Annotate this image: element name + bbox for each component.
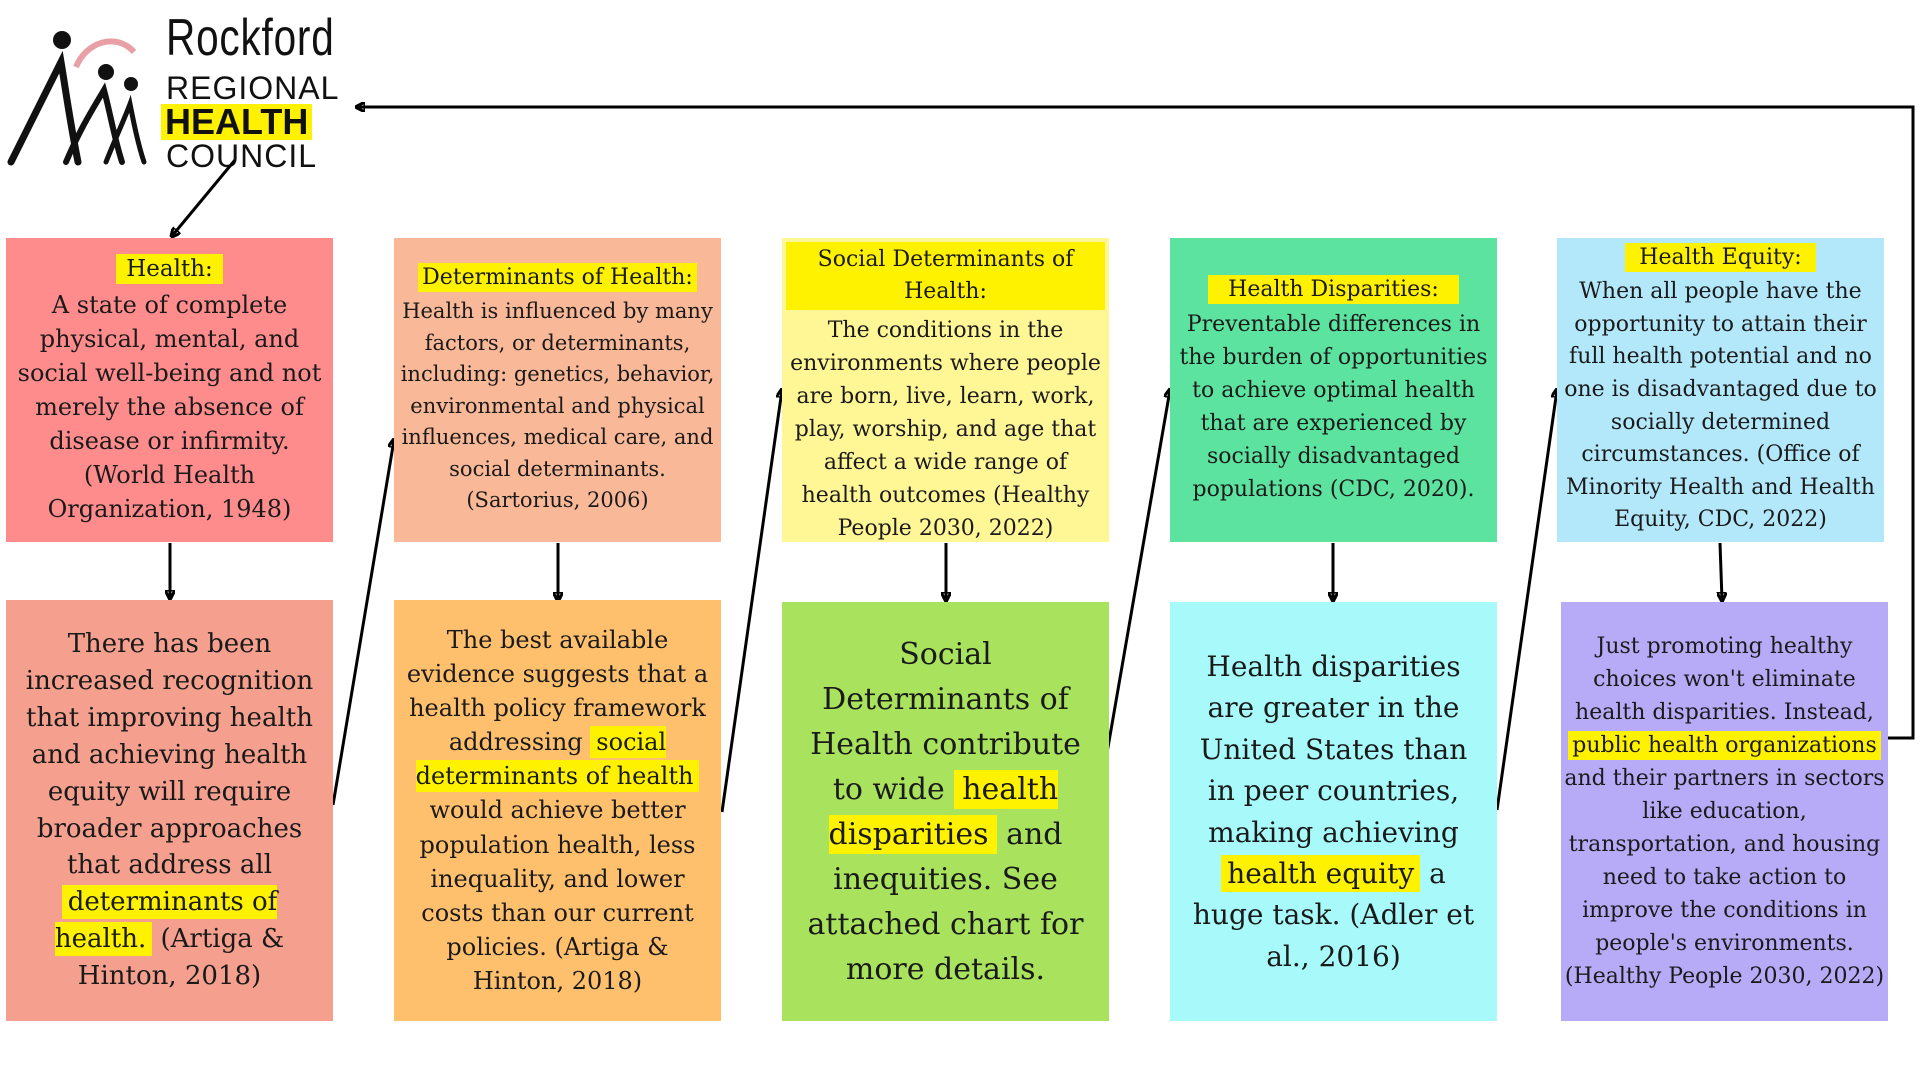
social-determinants-definition-box: Social Determinants of Health: The condi… bbox=[782, 238, 1109, 542]
logo-word-health: HEALTH bbox=[161, 104, 313, 140]
disparities-text: Preventable differences in the burden of… bbox=[1179, 311, 1488, 502]
logo-word-rockford: Rockford bbox=[166, 9, 335, 67]
equity-title: Health Equity: bbox=[1625, 243, 1816, 273]
contribution-text-pre: Social Determinants of Health contribute… bbox=[810, 636, 1081, 807]
social-determinants-title: Social Determinants of Health: bbox=[786, 242, 1105, 310]
contribution-box: Social Determinants of Health contribute… bbox=[782, 602, 1109, 1021]
disparities-definition-box: Health Disparities: Preventable differen… bbox=[1170, 238, 1497, 542]
public-health-action-text-highlight: public health organizations bbox=[1568, 731, 1881, 760]
evidence-text: The best available evidence suggests tha… bbox=[402, 623, 713, 998]
public-health-action-text: Just promoting healthy choices won't eli… bbox=[1563, 630, 1886, 993]
equity-definition-box: Health Equity: When all people have the … bbox=[1557, 238, 1884, 542]
rockford-regional-health-council-logo: Rockford REGIONAL HEALTH COUNCIL bbox=[6, 12, 346, 172]
logo-word-regional: REGIONAL bbox=[166, 70, 340, 106]
recognition-text: There has been increased recognition tha… bbox=[16, 626, 323, 995]
evidence-text-post: would achieve better population health, … bbox=[419, 796, 696, 995]
health-definition-box: Health: A state of complete physical, me… bbox=[6, 238, 333, 542]
recognition-text-post: (Artiga & Hinton, 2018) bbox=[77, 924, 285, 992]
arrow-diagonal-3 bbox=[1105, 390, 1170, 754]
recognition-box: There has been increased recognition tha… bbox=[6, 600, 333, 1021]
us-disparities-text-highlight: health equity bbox=[1221, 854, 1421, 892]
public-health-action-text-post: and their partners in sectors like educa… bbox=[1564, 766, 1885, 989]
arrow-diagonal-2 bbox=[720, 390, 782, 813]
equity-text: When all people have the opportunity to … bbox=[1564, 279, 1877, 533]
logo-word-council: COUNCIL bbox=[166, 138, 318, 174]
arrow-diagonal-1 bbox=[331, 440, 394, 806]
people-figures-icon bbox=[7, 31, 147, 166]
evidence-text-pre: The best available evidence suggests tha… bbox=[406, 626, 709, 757]
social-determinants-text: The conditions in the environments where… bbox=[790, 317, 1101, 541]
arrow-down-5 bbox=[1720, 542, 1722, 600]
evidence-box: The best available evidence suggests tha… bbox=[394, 600, 721, 1021]
determinants-title: Determinants of Health: bbox=[418, 263, 697, 293]
disparities-title: Health Disparities: bbox=[1208, 274, 1459, 304]
recognition-text-pre: There has been increased recognition tha… bbox=[25, 628, 314, 881]
contribution-text-post: and inequities. See attached chart for m… bbox=[807, 816, 1084, 987]
determinants-definition-box: Determinants of Health: Health is influe… bbox=[394, 238, 721, 542]
public-health-action-box: Just promoting healthy choices won't eli… bbox=[1561, 602, 1888, 1021]
us-disparities-text: Health disparities are greater in the Un… bbox=[1182, 646, 1485, 978]
determinants-text: Health is influenced by many factors, or… bbox=[400, 299, 715, 513]
contribution-text: Social Determinants of Health contribute… bbox=[796, 632, 1095, 992]
health-title: Health: bbox=[116, 253, 223, 284]
us-disparities-text-pre: Health disparities are greater in the Un… bbox=[1199, 649, 1468, 849]
us-disparities-box: Health disparities are greater in the Un… bbox=[1170, 602, 1497, 1021]
arrow-diagonal-4 bbox=[1495, 390, 1557, 811]
public-health-action-text-pre: Just promoting healthy choices won't eli… bbox=[1575, 634, 1874, 725]
health-text: A state of complete physical, mental, an… bbox=[17, 290, 322, 524]
us-disparities-text-post: a huge task. (Adler et al., 2016) bbox=[1192, 856, 1475, 973]
